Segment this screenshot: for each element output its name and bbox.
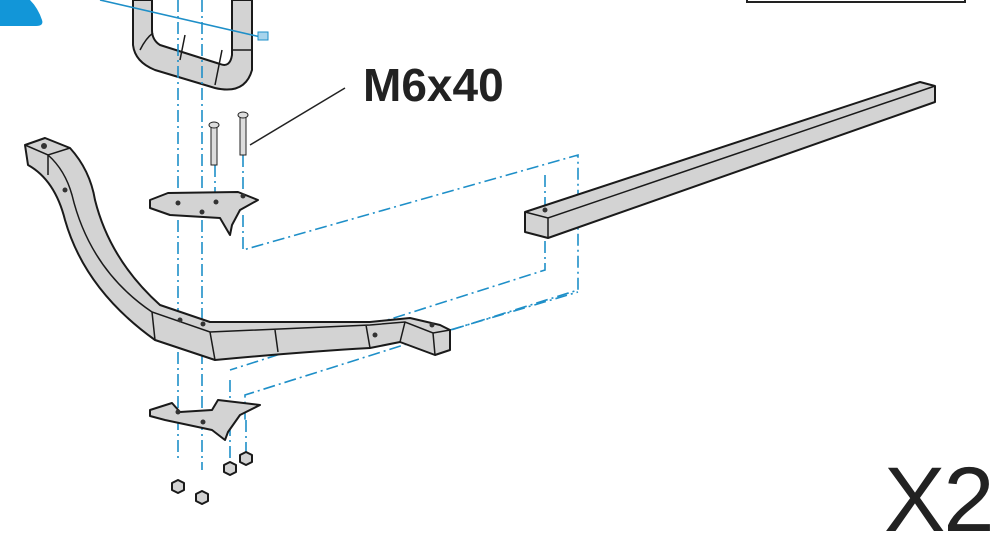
frame-box: [746, 0, 966, 3]
quantity-label: X2: [884, 449, 992, 551]
curved-frame: [24, 137, 451, 361]
lower-bracket: [149, 399, 261, 441]
bolts: [208, 87, 346, 166]
straight-tube: [524, 81, 936, 239]
upper-bracket: [149, 191, 259, 236]
step-badge: [0, 0, 43, 26]
u-handle: [99, 0, 269, 91]
bolt-size-label: M6x40: [363, 59, 504, 111]
nuts: [171, 451, 253, 505]
